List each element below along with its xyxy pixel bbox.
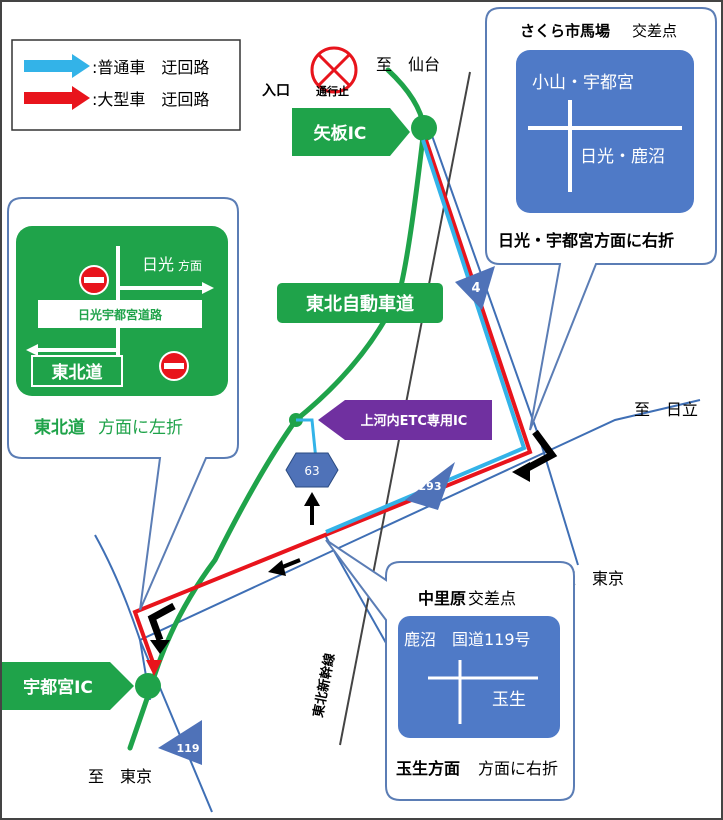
- legend-large-label: :大型車 迂回路: [92, 90, 209, 109]
- expressway-name-box: 東北自動車道: [277, 283, 443, 323]
- yaita-ic-node: [411, 115, 437, 141]
- sakura-instruction: 日光・宇都宮方面に右折: [498, 231, 674, 250]
- normal-vehicle-detour: [325, 139, 527, 534]
- route63-shield: 63: [285, 452, 339, 488]
- dir-tokyo-east: 至 東京: [560, 569, 624, 588]
- kamikawachi-ic-text: 上河内ETC専用IC: [361, 413, 468, 429]
- turn-arrow-utsunomiya: [147, 602, 176, 642]
- nikko-instruction-green: 東北道: [34, 417, 85, 438]
- nakazato-instruction-bold: 玉生方面: [396, 759, 460, 778]
- dir-hitachi: 至 日立: [634, 400, 698, 419]
- no-entry-label: 通行止: [316, 84, 349, 98]
- dir-tokyo-sw: 至 東京: [88, 767, 152, 786]
- legend-normal-label: :普通車 迂回路: [92, 58, 209, 77]
- kamikawachi-access: [296, 418, 318, 461]
- sakura-sign-right: 日光・鹿沼: [580, 147, 665, 167]
- nikko-sign-tohoku: 東北道: [52, 362, 103, 383]
- local-road-west: [94, 534, 151, 701]
- route119-number: 119: [177, 742, 200, 755]
- legend-large-arrow: [24, 86, 90, 110]
- route119-shield: 119: [158, 720, 202, 765]
- expressway-name-text: 東北自動車道: [306, 293, 414, 315]
- utsunomiya-ic-node: [135, 673, 161, 699]
- dir-sendai: 至 仙台: [376, 55, 440, 74]
- nikko-sign-dest-suffix: 方面: [178, 258, 202, 273]
- kamikawachi-ic-label: 上河内ETC専用IC: [318, 400, 492, 440]
- nakazato-title-suffix: 交差点: [468, 589, 516, 608]
- sakura-sign: [516, 50, 694, 213]
- route293-road: [139, 399, 701, 641]
- sakura-title-suffix: 交差点: [632, 22, 677, 40]
- callout-nikko: 日光 方面 日光宇都宮道路 東北道 東北道 方面に左折: [7, 197, 239, 611]
- route293-number: 293: [419, 480, 442, 493]
- route63-number: 63: [304, 464, 319, 478]
- turn-arrows: [147, 429, 558, 654]
- utsunomiya-ic-label: 宇都宮IC: [2, 662, 134, 710]
- legend: :普通車 迂回路 :大型車 迂回路: [11, 39, 241, 131]
- yaita-ic-label: 矢板IC: [292, 108, 410, 156]
- yaita-ic-text: 矢板IC: [314, 123, 367, 144]
- large-detour-arrowhead: [146, 660, 162, 676]
- nikko-road-box: [38, 300, 202, 328]
- nakazato-sign-top: 鹿沼 国道119号: [404, 630, 531, 649]
- callout-nakazato: 中里原 交差点 鹿沼 国道119号 玉生 玉生方面 方面に右折: [325, 539, 575, 801]
- route4-shield: 4: [455, 266, 495, 310]
- nikko-sign-road: 日光宇都宮道路: [78, 307, 163, 322]
- sakura-title: さくら市馬場: [520, 22, 610, 40]
- utsunomiya-ic-text: 宇都宮IC: [23, 677, 93, 698]
- closed-sign: 入口 通行止: [262, 46, 358, 99]
- callout-sakura: さくら市馬場 交差点 小山・宇都宮 日光・鹿沼 日光・宇都宮方面に右折: [485, 7, 717, 431]
- route4-number: 4: [471, 281, 480, 296]
- nikko-instruction-rest: 方面に左折: [98, 418, 183, 438]
- sakura-sign-top: 小山・宇都宮: [532, 73, 634, 93]
- legend-normal-arrow: [24, 54, 90, 78]
- turn-arrow-sakura: [522, 429, 558, 474]
- nakazato-title: 中里原: [418, 589, 466, 608]
- nikko-sign-dest: 日光: [142, 255, 174, 274]
- yaita-entrance-label: 入口: [262, 83, 290, 99]
- nakazato-instruction-rest: 方面に右折: [478, 759, 558, 778]
- route293-shield: 293: [405, 462, 455, 510]
- nakazato-sign-right: 玉生: [492, 690, 526, 710]
- tohoku-sign-box: [31, 355, 123, 387]
